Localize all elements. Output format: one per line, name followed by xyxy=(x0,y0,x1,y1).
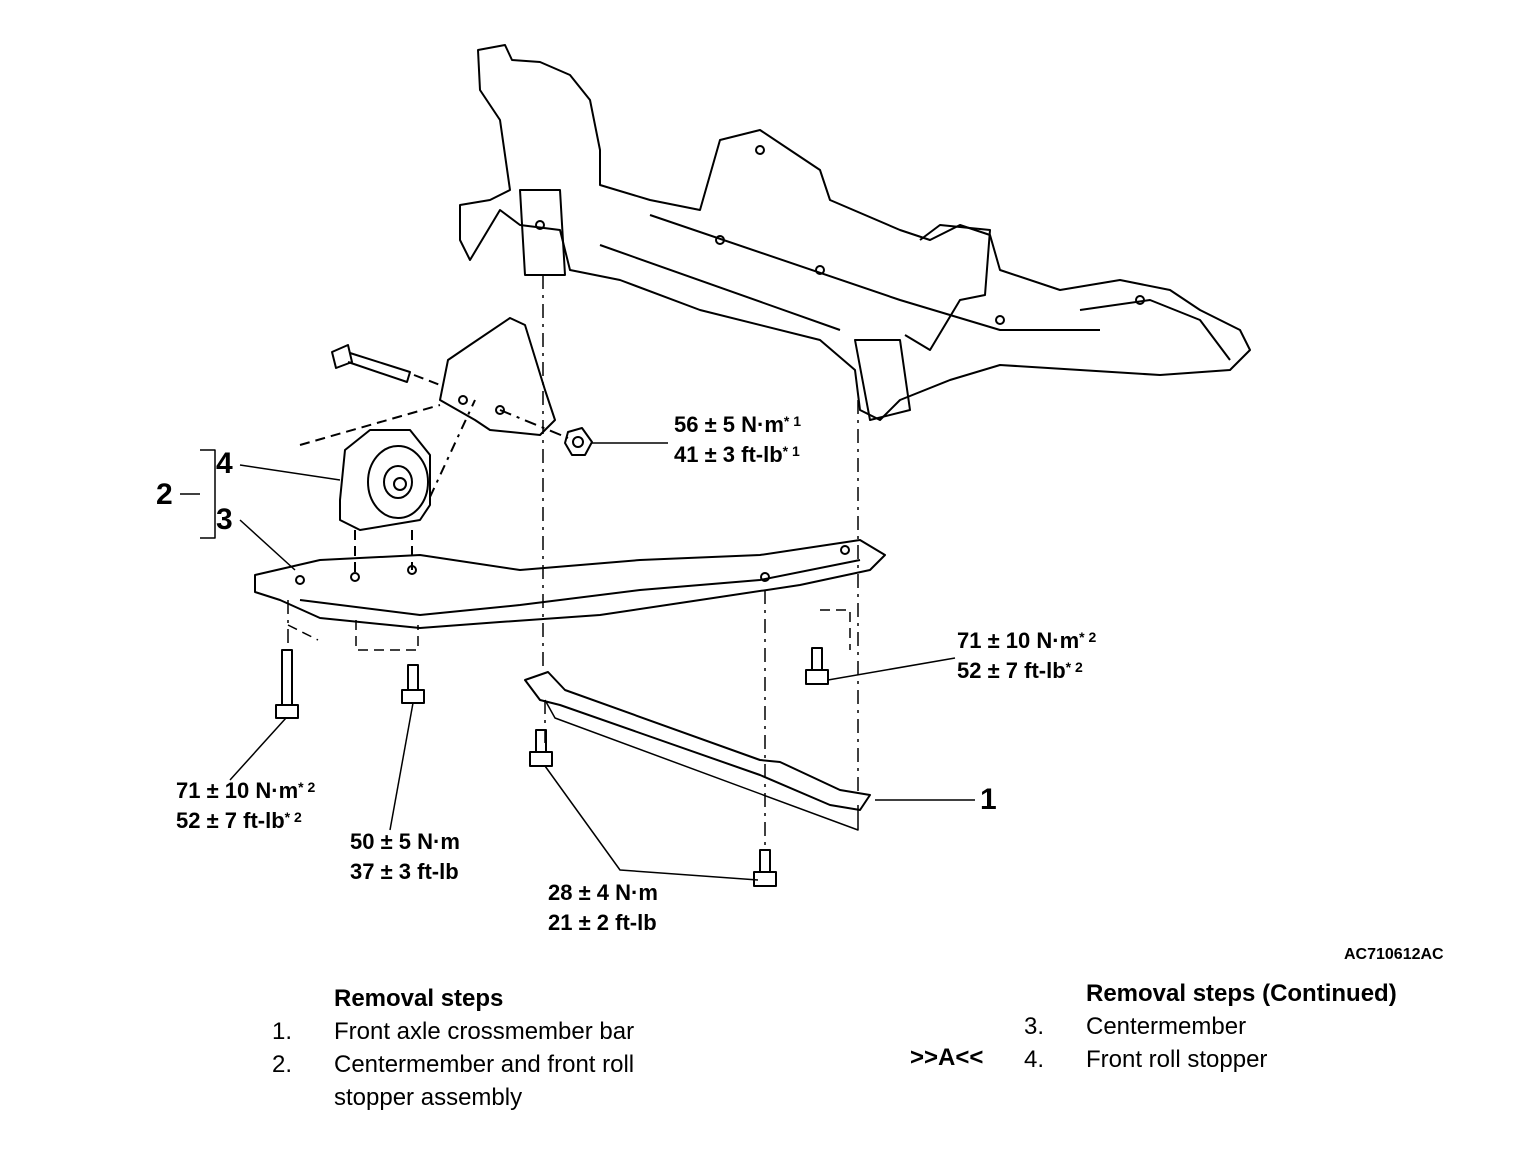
suspension-crossmember xyxy=(459,44,1251,421)
torque-roll-stopper-nut: 56 ± 5 N·m* 1 41 ± 3 ft-lb* 1 xyxy=(674,412,802,467)
callout-leaders xyxy=(180,449,341,571)
callout-3: 3 xyxy=(216,503,233,536)
torque-crossmember-bar: 28 ± 4 N·m 21 ± 2 ft-lb xyxy=(548,880,658,935)
removal-steps-title: Removal steps xyxy=(334,985,504,1012)
bolt-bar-right xyxy=(753,849,777,887)
bolt-bar-left xyxy=(529,729,759,881)
callout-4: 4 xyxy=(216,447,233,480)
front-axle-crossmember-bar xyxy=(524,671,975,831)
reference-brackets xyxy=(287,609,851,651)
front-roll-stopper xyxy=(299,399,476,531)
torque-centermember-left: 71 ± 10 N·m* 2 52 ± 7 ft-lb* 2 xyxy=(176,778,316,833)
torque-centermember-right: 71 ± 10 N·m* 2 52 ± 7 ft-lb* 2 xyxy=(957,628,1097,683)
alignment-lines xyxy=(287,275,859,850)
bolt-stopper xyxy=(389,664,425,831)
callout-2: 2 xyxy=(156,478,173,511)
list-item: 4.Front roll stopper xyxy=(1024,1046,1268,1073)
list-item: stopper assembly xyxy=(334,1084,523,1111)
bolt-center-right xyxy=(805,647,956,685)
removal-steps-left: Removal steps 1.Front axle crossmember b… xyxy=(272,982,634,1114)
torque-roll-stopper: 50 ± 5 N·m 37 ± 3 ft-lb xyxy=(350,829,460,884)
figure-code: AC710612AC xyxy=(1344,946,1444,963)
list-item: 3.Centermember xyxy=(1024,1013,1247,1040)
removal-steps-continued-title: Removal steps (Continued) xyxy=(1086,980,1397,1007)
list-item: 1.Front axle crossmember bar xyxy=(272,1018,635,1045)
exploded-view-diagram xyxy=(180,44,1251,887)
centermember xyxy=(254,530,886,629)
roll-stopper-bracket xyxy=(439,317,556,436)
removal-steps-right: Removal steps (Continued) 3.Centermember… xyxy=(1024,977,1397,1076)
callout-1: 1 xyxy=(980,783,997,816)
roll-stopper-nut xyxy=(499,409,668,456)
list-item: 2.Centermember and front roll xyxy=(272,1051,635,1078)
service-point-marker: >>A<< xyxy=(910,1044,984,1071)
roll-stopper-bolt xyxy=(331,344,441,386)
bolt-center-left xyxy=(229,649,299,781)
